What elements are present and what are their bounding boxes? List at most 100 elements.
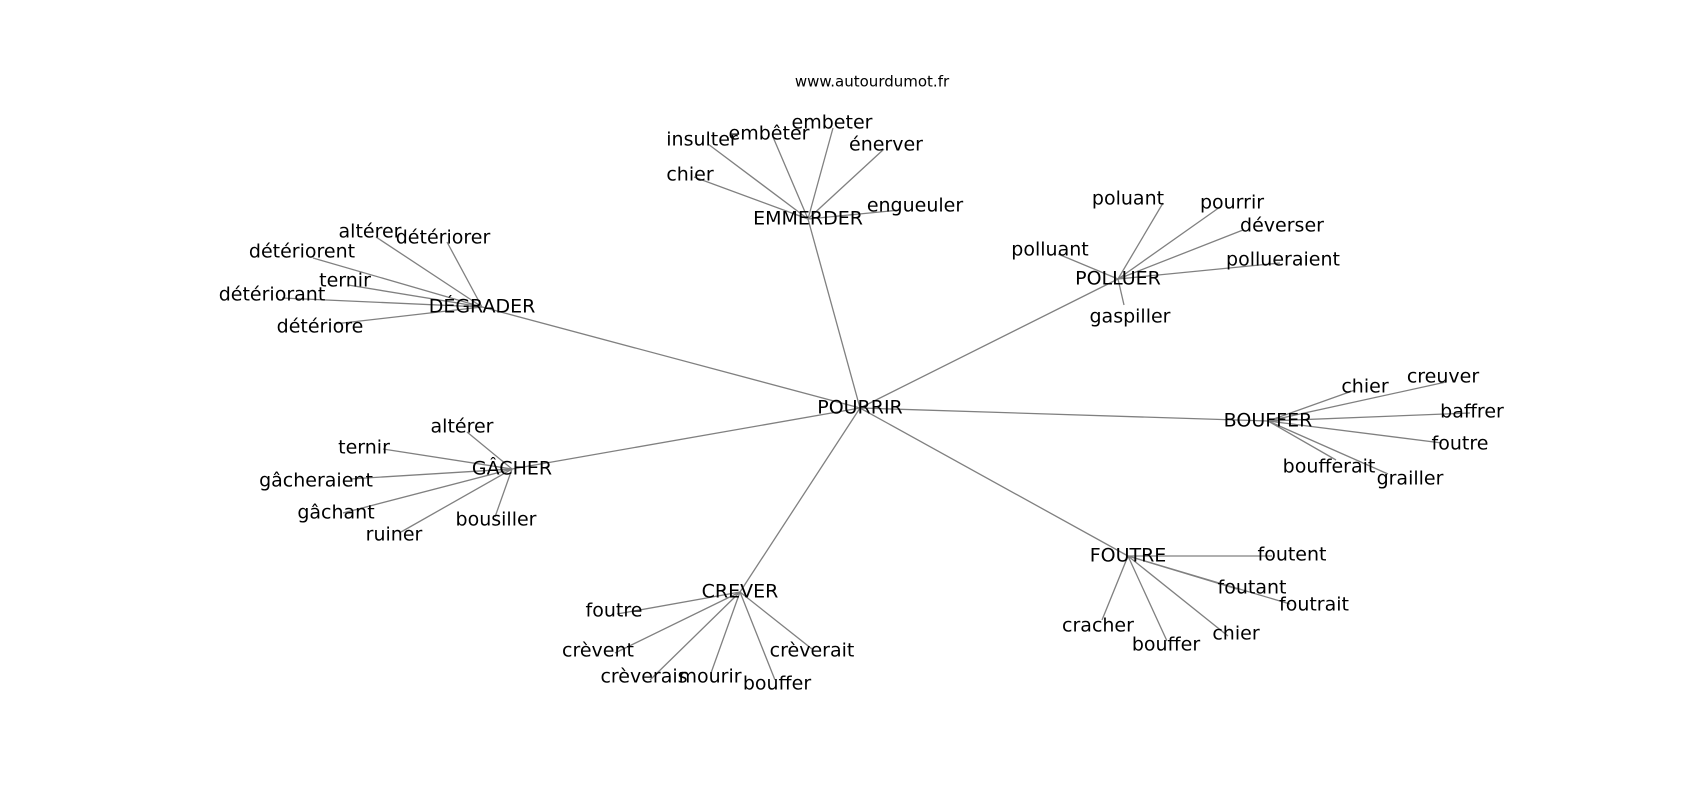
leaf-node-crever-1: crèvent	[562, 640, 634, 662]
edge-center-to-polluer	[859, 278, 1119, 409]
edge-foutre-leaf-2	[1127, 555, 1291, 605]
edge-polluer-leaf-5	[1117, 278, 1125, 306]
watermark: www.autourdumot.fr	[795, 73, 950, 91]
edge-emmerder-leaf-5	[807, 209, 901, 220]
edge-center-to-degrader	[481, 306, 861, 409]
leaf-node-polluer-5: gaspiller	[1089, 306, 1170, 328]
edge-bouffer-leaf-3	[1267, 420, 1443, 444]
edge-gacher-leaf-2	[349, 468, 513, 480]
edge-bouffer-leaf-0	[1267, 389, 1356, 422]
leaf-node-bouffer-4: boufferait	[1283, 456, 1376, 478]
leaf-node-foutre-0: foutent	[1258, 544, 1327, 566]
leaf-node-polluer-0: poluant	[1092, 188, 1164, 210]
center-node-label: POURRIR	[817, 397, 903, 419]
edge-center-to-crever	[739, 407, 861, 593]
leaf-node-emmerder-0: insulter	[666, 129, 738, 151]
leaf-node-bouffer-2: baffrer	[1440, 401, 1504, 423]
leaf-node-foutre-1: foutant	[1218, 577, 1287, 599]
leaf-node-crever-5: crèverait	[770, 640, 855, 662]
edge-degrader-leaf-5	[333, 306, 483, 325]
edge-foutre-leaf-5	[1127, 555, 1229, 637]
edge-crever-leaf-1	[614, 591, 741, 654]
leaf-node-crever-4: bouffer	[743, 673, 812, 695]
leaf-node-degrader-5: détériore	[277, 316, 364, 338]
edge-degrader-leaf-4	[281, 297, 483, 308]
leaf-node-degrader-4: détériorant	[219, 284, 326, 306]
leaf-node-gacher-3: gâchant	[297, 502, 374, 524]
edge-degrader-leaf-1	[446, 241, 483, 308]
edge-crever-leaf-4	[739, 591, 776, 681]
leaf-node-crever-2: crèverais	[600, 666, 687, 688]
edge-gacher-leaf-5	[494, 468, 513, 518]
graph-edges	[281, 127, 1471, 681]
leaf-node-gacher-2: gâcheraient	[259, 470, 373, 492]
edge-emmerder-leaf-1	[772, 136, 809, 220]
leaf-node-foutre-4: bouffer	[1132, 634, 1201, 656]
edge-bouffer-leaf-2	[1267, 412, 1471, 422]
edge-crever-leaf-5	[739, 591, 813, 650]
leaf-node-gacher-1: ternir	[338, 437, 390, 459]
hub-node-crever: CREVER	[702, 581, 779, 603]
edge-degrader-leaf-2	[312, 257, 483, 308]
leaf-node-degrader-1: détériorer	[396, 227, 491, 249]
edge-bouffer-leaf-4	[1267, 420, 1337, 461]
hub-node-degrader: DÉGRADER	[429, 295, 536, 318]
leaf-node-foutre-3: cracher	[1062, 615, 1134, 637]
edge-foutre-leaf-4	[1127, 555, 1168, 642]
edge-center-to-emmerder	[807, 218, 861, 409]
edge-degrader-leaf-0	[375, 236, 483, 308]
edge-gacher-leaf-3	[342, 468, 513, 514]
graph-labels: www.autourdumot.fr POURRIR EMMERDER insul…	[219, 73, 1504, 695]
edge-polluer-leaf-1	[1117, 206, 1221, 280]
leaf-node-gacher-5: bousiller	[456, 509, 537, 531]
leaf-node-degrader-3: ternir	[319, 270, 371, 292]
edge-crever-leaf-0	[616, 591, 741, 615]
leaf-node-bouffer-3: foutre	[1432, 433, 1489, 455]
leaf-node-emmerder-4: chier	[666, 164, 713, 186]
edge-polluer-leaf-3	[1057, 253, 1119, 280]
edge-center-to-bouffer	[859, 407, 1269, 422]
hub-node-foutre: FOUTRE	[1090, 545, 1167, 567]
leaf-node-polluer-3: polluant	[1011, 239, 1088, 261]
edge-crever-leaf-2	[649, 591, 741, 681]
edge-crever-leaf-3	[710, 591, 741, 674]
edge-emmerder-leaf-0	[707, 143, 809, 220]
edge-center-to-foutre	[859, 407, 1129, 557]
leaf-node-crever-0: foutre	[586, 600, 643, 622]
hub-node-bouffer: BOUFFER	[1224, 410, 1313, 432]
hub-node-polluer: POLLUER	[1075, 268, 1161, 290]
leaf-node-degrader-2: détériorent	[249, 241, 355, 263]
edge-emmerder-leaf-4	[693, 176, 809, 220]
hub-node-gacher: GÂCHER	[472, 457, 552, 480]
edge-emmerder-leaf-3	[807, 148, 885, 220]
leaf-node-bouffer-0: chier	[1341, 376, 1388, 398]
edge-gacher-leaf-1	[382, 448, 513, 470]
edge-degrader-leaf-3	[347, 284, 483, 308]
leaf-node-crever-3: mourir	[678, 666, 741, 688]
edge-gacher-leaf-0	[466, 431, 513, 470]
leaf-node-bouffer-1: creuver	[1407, 366, 1480, 388]
leaf-node-bouffer-5: grailler	[1377, 468, 1444, 490]
edge-gacher-leaf-4	[400, 468, 513, 533]
leaf-node-gacher-0: altérer	[431, 416, 494, 438]
edge-polluer-leaf-0	[1117, 202, 1164, 280]
leaf-node-emmerder-1: embêter	[729, 123, 810, 145]
edge-polluer-leaf-4	[1117, 262, 1281, 280]
edge-bouffer-leaf-1	[1267, 381, 1447, 422]
edge-polluer-leaf-2	[1117, 229, 1244, 280]
edge-bouffer-leaf-5	[1267, 420, 1389, 475]
edge-foutre-leaf-3	[1101, 555, 1129, 621]
leaf-node-degrader-0: altérer	[339, 221, 402, 243]
leaf-node-polluer-2: déverser	[1240, 215, 1324, 237]
leaf-node-emmerder-2: embeter	[792, 112, 873, 134]
leaf-node-emmerder-3: énerver	[849, 134, 923, 156]
leaf-node-foutre-5: chier	[1212, 623, 1259, 645]
edge-emmerder-leaf-2	[807, 127, 834, 220]
edge-center-to-gacher	[511, 407, 861, 470]
leaf-node-polluer-1: pourrir	[1200, 192, 1264, 214]
hub-node-emmerder: EMMERDER	[753, 208, 863, 230]
leaf-node-polluer-4: pollueraient	[1226, 249, 1340, 271]
leaf-node-gacher-4: ruiner	[366, 524, 423, 546]
leaf-node-foutre-2: foutrait	[1279, 594, 1349, 616]
